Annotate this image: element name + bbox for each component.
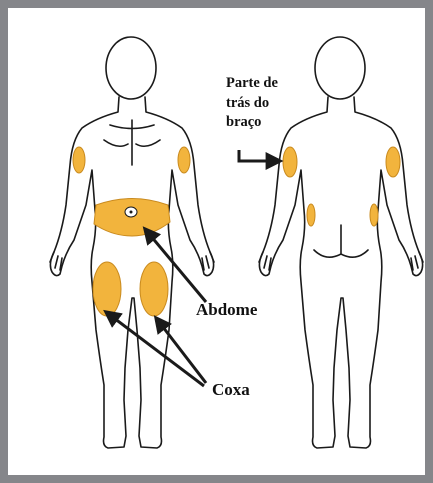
front-right-hand xyxy=(202,252,214,270)
body-diagram xyxy=(8,8,425,475)
label-back-of-arm-line-2: trás do xyxy=(226,94,278,114)
site-back-right-arm xyxy=(386,147,400,177)
back-right-hand xyxy=(411,252,423,270)
back-head xyxy=(315,37,365,99)
label-back-of-arm-line-3: braço xyxy=(226,113,278,133)
label-back-of-arm-line-1: Parte de xyxy=(226,74,278,94)
site-back-right-hip xyxy=(370,204,378,226)
site-back-left-arm xyxy=(283,147,297,177)
pointer-arrows xyxy=(106,150,280,386)
front-head xyxy=(106,37,156,99)
site-front-left-arm xyxy=(73,147,85,173)
front-chest-detail xyxy=(104,120,160,165)
label-back-of-arm: Parte de trás do braço xyxy=(226,74,278,133)
navel xyxy=(125,207,137,217)
arrow-back-of-arm xyxy=(239,150,280,161)
site-left-thigh xyxy=(93,262,121,316)
arrow-thigh-left xyxy=(106,312,204,386)
label-abdomen: Abdome xyxy=(196,300,257,320)
label-thigh: Coxa xyxy=(212,380,250,400)
back-figure xyxy=(259,37,423,448)
site-right-thigh xyxy=(140,262,168,316)
back-injection-sites xyxy=(283,147,400,226)
back-buttocks-detail xyxy=(314,225,368,257)
site-front-right-arm xyxy=(178,147,190,173)
back-left-hand xyxy=(259,252,271,270)
back-body-outline xyxy=(259,97,422,448)
front-figure xyxy=(50,37,214,448)
front-left-hand xyxy=(50,252,62,270)
site-back-left-hip xyxy=(307,204,315,226)
